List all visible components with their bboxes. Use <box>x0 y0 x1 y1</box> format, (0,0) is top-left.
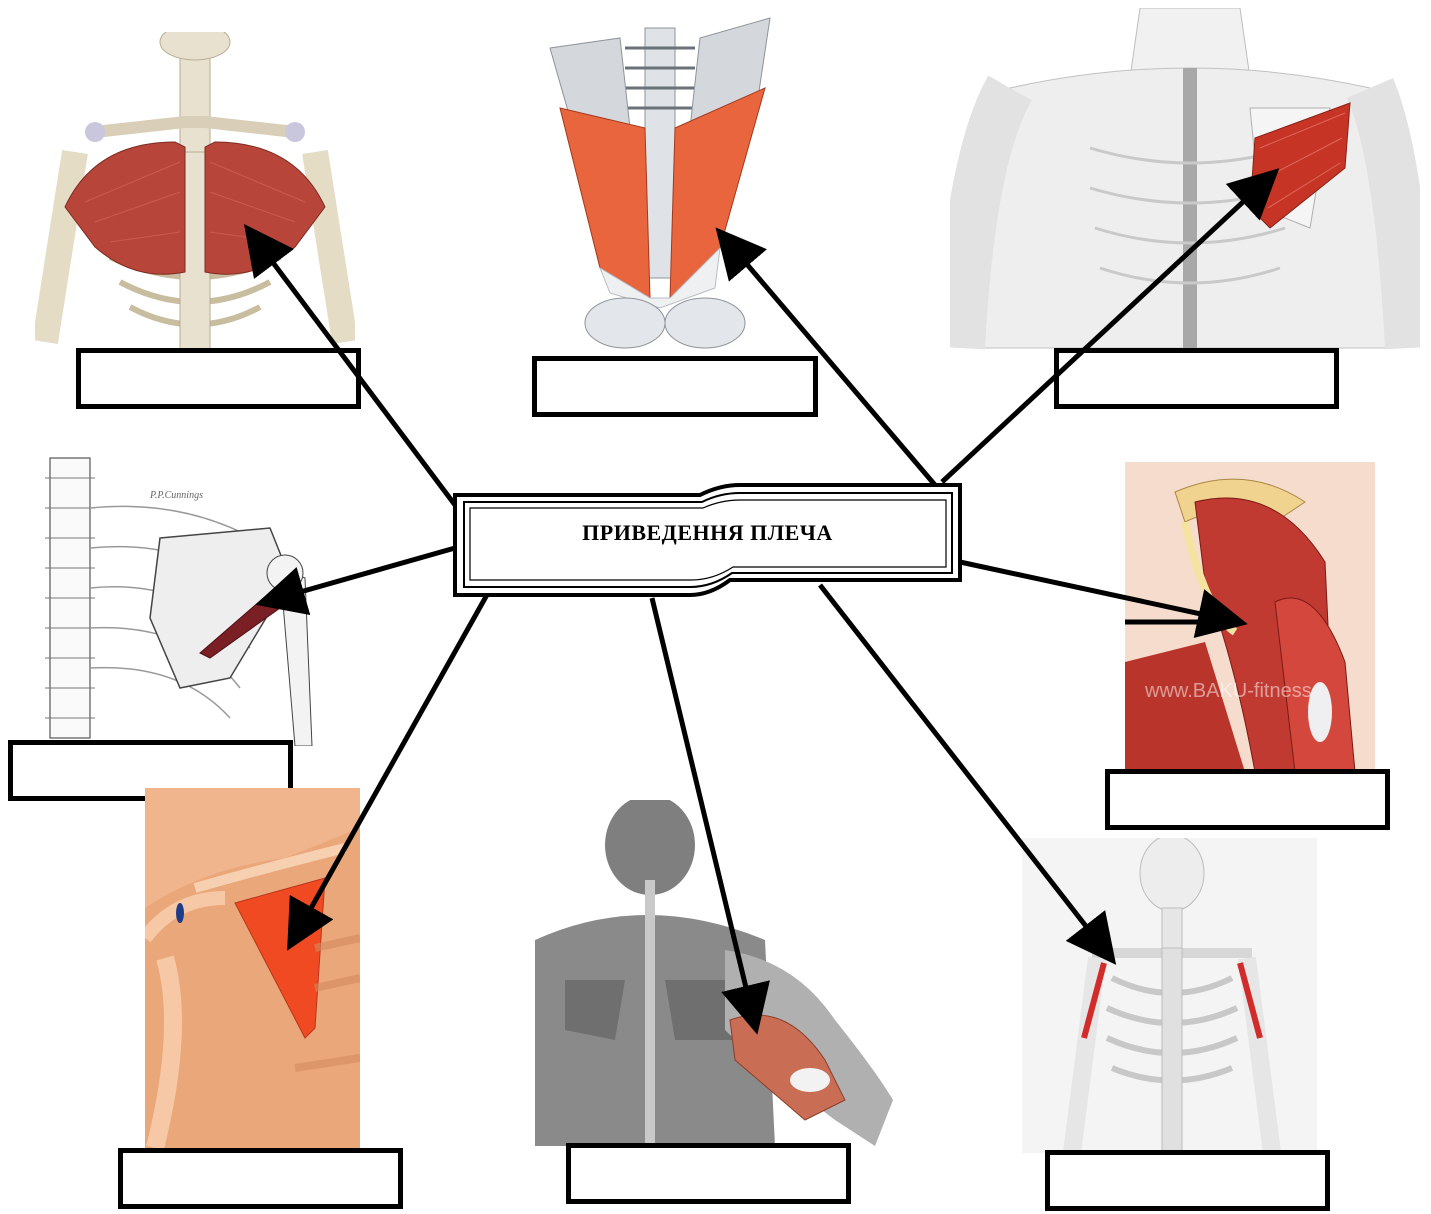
arrow-to-latissimus <box>722 235 935 485</box>
arrow-to-coracobrachialis <box>960 562 1238 622</box>
arrow-to-pectoralis-minor <box>292 593 488 942</box>
arrow-to-triceps <box>652 598 755 1025</box>
banner-title: ПРИВЕДЕННЯ ПЛЕЧА <box>455 520 960 546</box>
arrow-to-pectoralis <box>250 232 455 505</box>
arrow-to-teres-major <box>942 175 1272 482</box>
arrow-to-subscapularis <box>265 548 455 602</box>
arrow-to-biceps-short <box>820 585 1110 957</box>
